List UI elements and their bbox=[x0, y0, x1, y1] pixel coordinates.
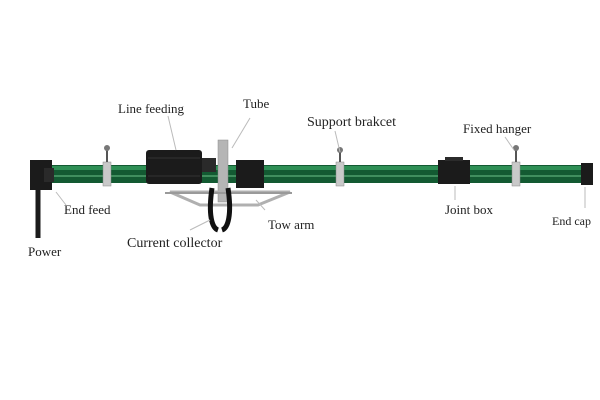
joint-box bbox=[438, 160, 470, 184]
leader-line-feeding bbox=[167, 115, 177, 151]
collector-cable bbox=[207, 187, 220, 233]
line-feeding-box bbox=[146, 150, 202, 184]
end-cap bbox=[581, 163, 593, 185]
label-current-collector: Current collector bbox=[127, 236, 223, 251]
label-joint-box: Joint box bbox=[445, 202, 494, 217]
label-tow-arm: Tow arm bbox=[268, 217, 314, 232]
leader-tow-arm bbox=[255, 199, 266, 211]
label-end-feed: End feed bbox=[64, 202, 111, 217]
line-feeding-connector bbox=[202, 158, 216, 172]
leader-current-collector bbox=[189, 219, 211, 231]
label-fixed-hanger: Fixed hanger bbox=[463, 121, 532, 136]
rail-highlight bbox=[40, 166, 585, 170]
leader-tube bbox=[231, 117, 251, 149]
label-tube: Tube bbox=[243, 96, 269, 111]
support-bracket-1-nut bbox=[104, 145, 110, 151]
end-feed bbox=[30, 160, 52, 190]
fixed-hanger-nut bbox=[513, 145, 519, 151]
leader-fixed-hanger bbox=[504, 136, 515, 151]
label-power: Power bbox=[28, 244, 62, 259]
leader-end-feed bbox=[55, 191, 67, 206]
label-end-cap: End cap bbox=[552, 214, 591, 228]
collector-housing bbox=[236, 160, 264, 188]
label-line-feeding: Line feeding bbox=[118, 101, 185, 116]
tube-post bbox=[217, 139, 229, 203]
collector-cable bbox=[220, 187, 233, 233]
support-bracket-1 bbox=[102, 161, 112, 187]
label-support-bracket: Support brakcet bbox=[307, 115, 396, 130]
fixed-hanger bbox=[511, 161, 521, 187]
end-feed-cap bbox=[44, 168, 54, 182]
leader-support-bracket bbox=[334, 130, 341, 153]
joint-box-cap bbox=[445, 157, 463, 161]
support-bracket-2 bbox=[335, 161, 345, 187]
